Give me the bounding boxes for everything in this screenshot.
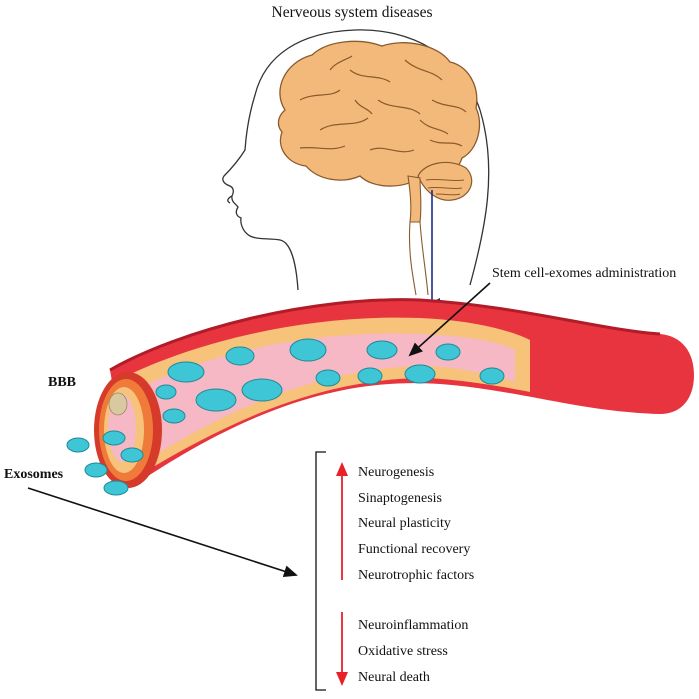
exosome-particles [66,338,505,496]
effect-increased-item: Sinaptogenesis [358,491,442,506]
decrease-arrow [336,612,348,686]
administration-label: Stem cell-exomes administration [492,266,676,281]
effect-decreased-item: Neuroinflammation [358,618,468,633]
effect-increased-item: Neurogenesis [358,465,434,480]
administration-label-arrow [408,282,491,357]
blood-vessel [94,298,694,488]
effect-increased-item: Neurotrophic factors [358,568,474,583]
effect-increased-item: Functional recovery [358,542,470,557]
exosomes-label: Exosomes [4,467,64,482]
increase-arrow [336,462,348,580]
effect-decreased-item: Neural death [358,670,430,685]
effect-increased-item: Neural plasticity [358,516,451,531]
effects-bracket [315,451,326,691]
diagram-title: Nerveous system diseases [272,4,433,21]
effect-decreased-item: Oxidative stress [358,644,448,659]
brain-illustration [277,40,481,296]
exosomes-effect-arrow [27,487,298,578]
bbb-label: BBB [48,375,76,390]
